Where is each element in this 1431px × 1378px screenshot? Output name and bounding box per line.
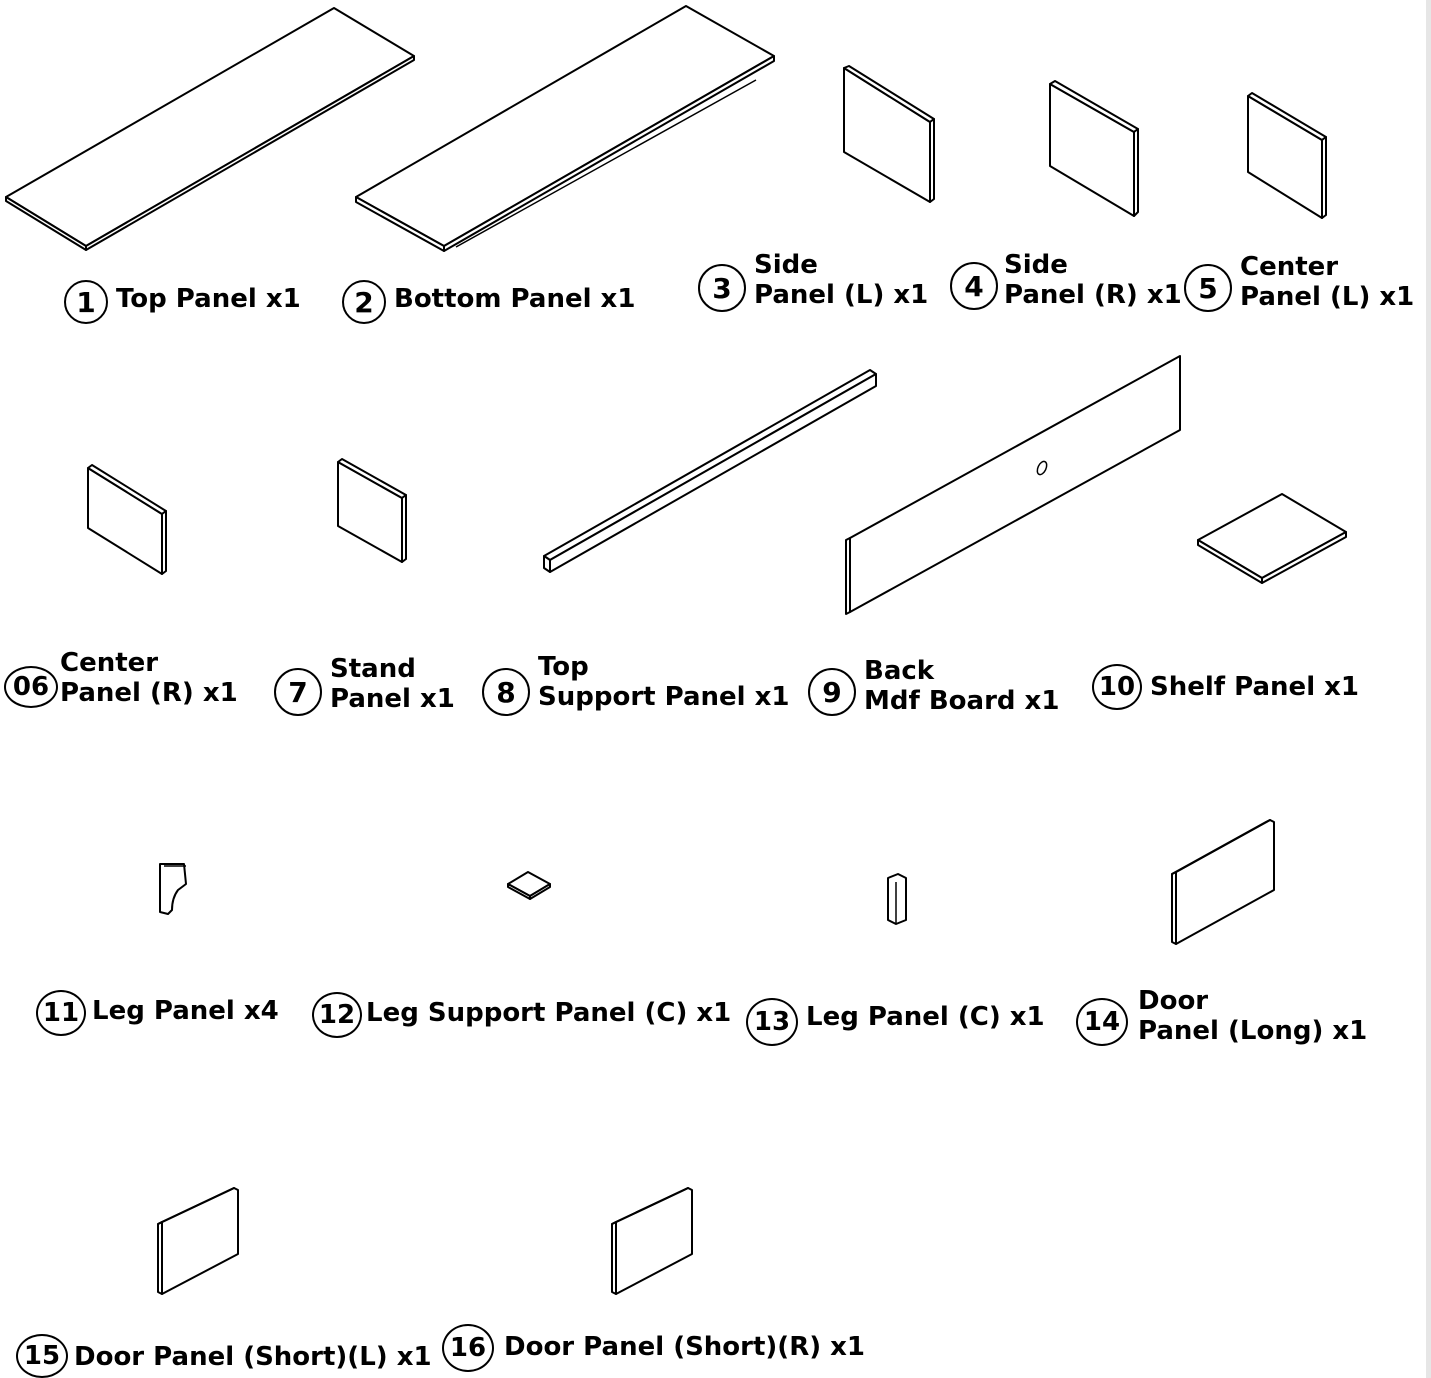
part-number-badge-16: 16 [442, 1324, 494, 1372]
center-panel-right-drawing [87, 464, 167, 575]
part-number-badge-6: 06 [4, 666, 58, 708]
right-edge-rail [1426, 0, 1431, 1378]
stand-panel-drawing [337, 458, 407, 563]
part-label-2: Bottom Panel x1 [394, 284, 636, 314]
part-label-13: Leg Panel (C) x1 [806, 1002, 1045, 1032]
part-number-badge-10: 10 [1092, 664, 1142, 710]
part-label-12: Leg Support Panel (C) x1 [366, 998, 732, 1028]
part-number-badge-1: 1 [64, 280, 108, 324]
top-panel-drawing [5, 7, 415, 251]
door-panel-long-drawing [1171, 819, 1275, 945]
side-panel-right-drawing [1049, 80, 1139, 217]
part-number-badge-14: 14 [1076, 998, 1128, 1046]
part-number-badge-4: 4 [950, 262, 998, 310]
leg-panel-drawing [159, 863, 187, 915]
door-panel-short-right-drawing [611, 1187, 693, 1295]
part-number-badge-2: 2 [342, 280, 386, 324]
part-label-1: Top Panel x1 [116, 284, 301, 314]
part-label-11: Leg Panel x4 [92, 996, 279, 1026]
part-label-15: Door Panel (Short)(L) x1 [74, 1342, 432, 1372]
shelf-panel-drawing [1197, 493, 1347, 584]
part-number-badge-7: 7 [274, 668, 322, 716]
part-number-badge-13: 13 [746, 998, 798, 1046]
part-number-badge-3: 3 [698, 264, 746, 312]
part-label-10: Shelf Panel x1 [1150, 672, 1360, 702]
back-mdf-board-drawing [845, 355, 1181, 615]
leg-support-panel-drawing [507, 871, 551, 900]
part-number-badge-15: 15 [16, 1334, 68, 1378]
part-number-badge-9: 9 [808, 668, 856, 716]
bottom-panel-drawing [355, 5, 775, 252]
part-number-badge-12: 12 [312, 992, 362, 1038]
part-label-16: Door Panel (Short)(R) x1 [504, 1332, 866, 1362]
top-support-panel-drawing [543, 369, 877, 573]
part-number-badge-5: 5 [1184, 264, 1232, 312]
part-number-badge-11: 11 [36, 990, 86, 1036]
leg-panel-c-drawing [887, 873, 907, 925]
side-panel-left-drawing [843, 65, 935, 203]
center-panel-left-drawing [1247, 92, 1327, 219]
door-panel-short-left-drawing [157, 1187, 239, 1295]
part-number-badge-8: 8 [482, 668, 530, 716]
